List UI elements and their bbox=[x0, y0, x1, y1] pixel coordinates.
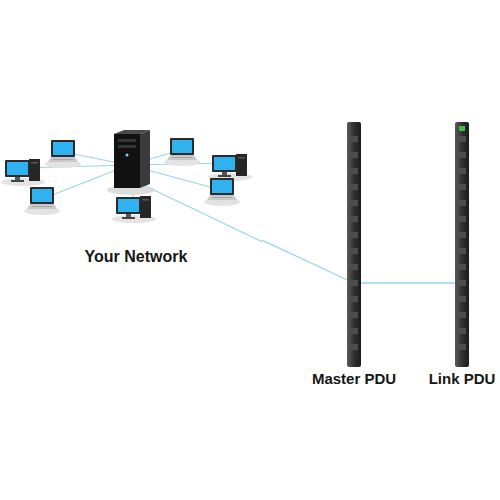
power-light bbox=[126, 154, 129, 157]
outlet bbox=[458, 344, 466, 350]
outlet bbox=[350, 152, 358, 158]
server-front bbox=[114, 134, 140, 188]
outlet bbox=[350, 248, 358, 254]
outlet bbox=[350, 232, 358, 238]
outlet bbox=[350, 136, 358, 142]
pdu-outlets bbox=[347, 122, 361, 367]
drive-slot bbox=[118, 139, 136, 142]
status-display bbox=[459, 126, 465, 131]
outlet bbox=[350, 344, 358, 350]
outlet bbox=[350, 328, 358, 334]
outlet bbox=[458, 152, 466, 158]
node-label: Master PDU bbox=[312, 370, 396, 388]
drive-slot bbox=[118, 145, 136, 148]
outlet bbox=[458, 168, 466, 174]
outlet bbox=[458, 312, 466, 318]
outlet bbox=[458, 296, 466, 302]
outlet bbox=[458, 280, 466, 286]
laptop-icon bbox=[164, 138, 200, 166]
desktop-icon bbox=[1, 159, 45, 186]
pdu-outlets bbox=[455, 122, 469, 367]
server-top bbox=[114, 130, 150, 134]
connector-line bbox=[361, 282, 455, 283]
outlet bbox=[458, 232, 466, 238]
server-tower bbox=[107, 130, 155, 195]
outlet bbox=[350, 200, 358, 206]
outlet bbox=[350, 296, 358, 302]
connector-line bbox=[262, 240, 347, 280]
laptop-icon bbox=[45, 140, 81, 168]
outlet bbox=[350, 312, 358, 318]
outlet bbox=[458, 216, 466, 222]
node-label: Link PDU bbox=[429, 370, 496, 388]
outlet bbox=[458, 184, 466, 190]
laptop-icon bbox=[204, 178, 240, 206]
outlet bbox=[350, 280, 358, 286]
outlet bbox=[458, 136, 466, 142]
server-side bbox=[140, 130, 150, 188]
outlet bbox=[350, 216, 358, 222]
outlet bbox=[458, 328, 466, 334]
desktop-icon bbox=[112, 196, 156, 223]
desktop-icon bbox=[208, 154, 252, 181]
pdu-unit: Link PDU bbox=[455, 122, 469, 367]
pdu-unit: Master PDU bbox=[347, 122, 361, 367]
outlet bbox=[458, 248, 466, 254]
laptop-icon bbox=[24, 187, 60, 215]
outlet bbox=[350, 168, 358, 174]
node-label: Your Network bbox=[85, 247, 188, 266]
outlet bbox=[458, 264, 466, 270]
outlet bbox=[458, 200, 466, 206]
outlet bbox=[350, 264, 358, 270]
network-group: Your Network bbox=[10, 125, 262, 270]
outlet bbox=[350, 184, 358, 190]
